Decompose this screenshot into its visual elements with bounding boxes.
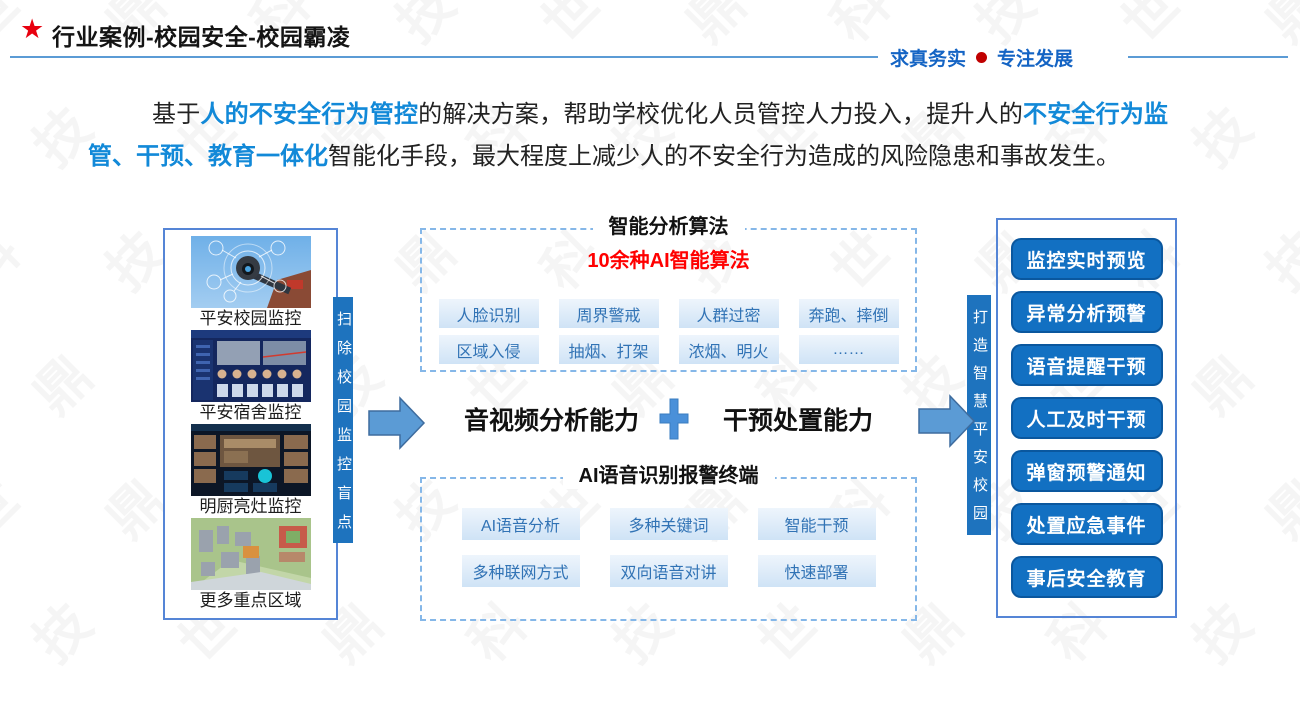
campus-camera-image <box>190 236 311 308</box>
algorithm-box: 智能分析算法 10余种AI智能算法 人脸识别 周界警戒 人群过密 奔跑、摔倒 区… <box>420 214 917 372</box>
outcome-button: 处置应急事件 <box>1010 503 1163 545</box>
scene-caption: 平安校园监控 <box>199 309 302 328</box>
algorithm-tag: 人群过密 <box>678 299 779 328</box>
intro-text: 基于人的不安全行为管控的解决方案，帮助学校优化人员管控人力投入，提升人的不安全行… <box>88 94 1168 178</box>
scene-item-campus: 平安校园监控 <box>190 236 311 330</box>
voice-tag: 智能干预 <box>757 508 876 540</box>
right-banner: 打造智慧平安校园 <box>967 295 991 535</box>
algorithm-tag: …… <box>798 335 899 364</box>
left-banner: 扫除校园监控盲点 <box>333 297 353 543</box>
header-divider-right <box>1128 56 1288 58</box>
algorithm-tags-row2: 区域入侵 抽烟、打架 浓烟、明火 …… <box>422 335 915 364</box>
scene-item-more-areas: 更多重点区域 <box>190 518 311 612</box>
voice-tag: 多种联网方式 <box>461 555 580 587</box>
slogan-dot-icon <box>976 52 988 63</box>
star-icon: ★ <box>20 14 45 44</box>
outcome-button: 语音提醒干预 <box>1010 344 1163 386</box>
scene-item-dorm: 平安宿舍监控 <box>190 330 311 424</box>
algorithm-tags-row1: 人脸识别 周界警戒 人群过密 奔跑、摔倒 <box>422 299 915 328</box>
scene-item-kitchen: 明厨亮灶监控 <box>190 424 311 518</box>
algorithm-tag: 奔跑、摔倒 <box>798 299 899 328</box>
outcome-button: 异常分析预警 <box>1010 291 1163 333</box>
algorithm-tag: 抽烟、打架 <box>558 335 659 364</box>
voice-tag: 双向语音对讲 <box>609 555 728 587</box>
header-slogan: 求真务实 专注发展 <box>890 44 1073 71</box>
intro-segment: 基于 <box>152 101 201 128</box>
intro-segment: 智能化手段，最大程度上减少人的不安全行为造成的风险隐患和事故发生。 <box>328 143 1120 170</box>
algorithm-subtitle: 10余种AI智能算法 <box>587 250 750 272</box>
outcome-button: 监控实时预览 <box>1010 238 1163 280</box>
voice-tags-row1: AI语音分析 多种关键词 智能干预 <box>422 508 915 540</box>
arrow-right-icon <box>368 396 426 450</box>
outcome-button: 事后安全教育 <box>1010 556 1163 598</box>
scene-caption: 明厨亮灶监控 <box>199 497 302 516</box>
plus-icon <box>659 398 689 440</box>
intro-highlight: 人的不安全行为管控 <box>200 101 419 128</box>
outcome-button: 人工及时干预 <box>1010 397 1163 439</box>
voice-box-title: AI语音识别报警终端 <box>562 463 775 489</box>
scene-caption: 更多重点区域 <box>199 591 302 610</box>
voice-tags-row2: 多种联网方式 双向语音对讲 快速部署 <box>422 555 915 587</box>
algorithm-tag: 周界警戒 <box>558 299 659 328</box>
voice-tag: 多种关键词 <box>609 508 728 540</box>
outcome-button: 弹窗预警通知 <box>1010 450 1163 492</box>
ability-audio-video: 音视频分析能力 <box>463 407 639 435</box>
slogan-right: 专注发展 <box>997 49 1074 70</box>
monitoring-scenes-panel: 平安校园监控 <box>163 228 338 620</box>
campus-aerial-image <box>190 518 311 590</box>
abilities-row: 音视频分析能力 干预处置能力 <box>420 398 917 440</box>
voice-terminal-box: AI语音识别报警终端 AI语音分析 多种关键词 智能干预 多种联网方式 双向语音… <box>420 463 917 621</box>
header-divider-left <box>10 56 878 58</box>
arrow-right-icon <box>918 394 976 448</box>
kitchen-dashboard-image <box>190 424 311 496</box>
algorithm-tag: 人脸识别 <box>438 299 539 328</box>
ability-intervention: 干预处置能力 <box>723 407 874 435</box>
outcomes-panel: 监控实时预览 异常分析预警 语音提醒干预 人工及时干预 弹窗预警通知 处置应急事… <box>996 218 1177 618</box>
voice-tag: 快速部署 <box>757 555 876 587</box>
page-title: 行业案例-校园安全-校园霸凌 <box>52 24 351 50</box>
dorm-dashboard-image <box>190 330 311 402</box>
scene-caption: 平安宿舍监控 <box>199 403 302 422</box>
algorithm-tag: 区域入侵 <box>438 335 539 364</box>
algorithm-tag: 浓烟、明火 <box>678 335 779 364</box>
intro-segment: 的解决方案，帮助学校优化人员管控人力投入，提升人的 <box>418 101 1024 128</box>
algorithm-box-title: 智能分析算法 <box>592 214 745 240</box>
intro-highlight: 不安全行为监管、干预、教育一体化 <box>88 101 1169 170</box>
voice-tag: AI语音分析 <box>461 508 580 540</box>
slogan-left: 求真务实 <box>890 49 967 70</box>
